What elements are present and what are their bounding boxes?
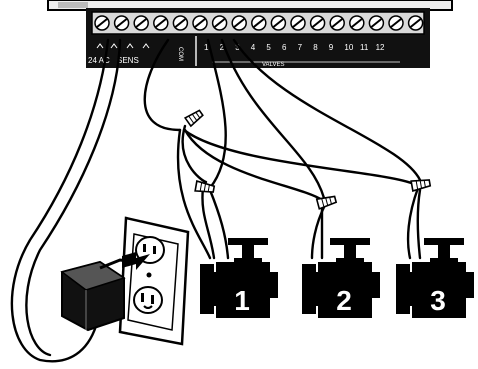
outlet-socket-lower [133,286,163,314]
terminal-screw [133,15,149,31]
terminal-screw [251,15,267,31]
valve-3-number: 3 [430,285,446,316]
plug-direction-arrow [122,252,150,270]
label-com: COM [177,47,183,61]
terminal-caret [142,43,150,49]
wire-nut-valve3 [410,179,432,192]
common-valve3-lead [406,186,420,260]
common-wire-to-connector [143,38,182,132]
wire-nut-valve2 [315,195,338,210]
terminal-caret [96,43,104,49]
valve1-lead-b [208,188,230,260]
valves-layer: 1 2 3 [200,238,474,318]
power-cord-a [10,38,110,363]
terminal-screw [349,15,365,31]
label-sensor: SENS [117,56,139,65]
label-valves: VALVES [262,62,284,68]
wire-nut-valve1 [194,180,216,193]
power-cord-b [25,38,122,357]
valve-terminal-number: 5 [266,43,271,52]
terminal-screw [113,15,130,31]
valve-terminal-number: 10 [344,43,353,52]
valve-terminal-number: 7 [298,43,303,52]
valve-terminal-number: 4 [251,43,256,52]
valve-1: 1 [200,238,278,318]
terminal-screw [388,15,404,31]
transformer [60,252,150,332]
common-to-valve3 [182,128,416,186]
terminal-screw [172,15,189,31]
terminal-screw [231,15,247,31]
common-valve2-lead [310,203,327,260]
valve3-hot-wire [232,38,422,182]
terminal-caret [126,43,134,49]
valve2-hot-wire [220,38,326,200]
valve3-lead [416,188,422,260]
terminal-screw [94,15,110,31]
valve-3: 3 [396,238,474,318]
valve-terminal-number: 11 [360,43,369,52]
terminal-screw [192,15,208,31]
valve-2-number: 2 [336,285,352,316]
terminal-screw [270,15,287,31]
terminal-caret [110,43,118,49]
label-24ac: 24 AC [88,56,110,65]
controller-panel [47,0,453,68]
valve-terminal-number: 6 [282,43,287,52]
common-valve1-lead [176,128,212,260]
valve1-hot-wire [206,38,227,190]
valve-terminal-number: 2 [220,43,225,52]
valve-2: 2 [302,238,380,318]
terminal-screw [290,15,306,31]
valve-terminal-number: 1 [204,43,209,52]
valve-terminal-number: 12 [376,43,385,52]
common-to-valve1 [181,124,208,184]
wire-nut-common [183,109,204,128]
terminal-screws [94,15,424,49]
wire-connectors [183,109,432,210]
terminal-screw [407,15,424,31]
valve-1-number: 1 [234,285,250,316]
terminal-screw [368,15,385,31]
terminal-screw [309,15,326,31]
valve1-lead-a [201,186,216,260]
terminal-screw [211,15,228,31]
valve-terminal-number: 3 [235,43,240,52]
terminal-screw [329,15,345,31]
wall-outlet [118,216,190,346]
terminal-screw [153,15,169,31]
valve-terminal-number: 9 [329,43,334,52]
wires [10,38,422,363]
valve-terminal-number: 8 [313,43,318,52]
common-to-valve2 [183,128,324,202]
